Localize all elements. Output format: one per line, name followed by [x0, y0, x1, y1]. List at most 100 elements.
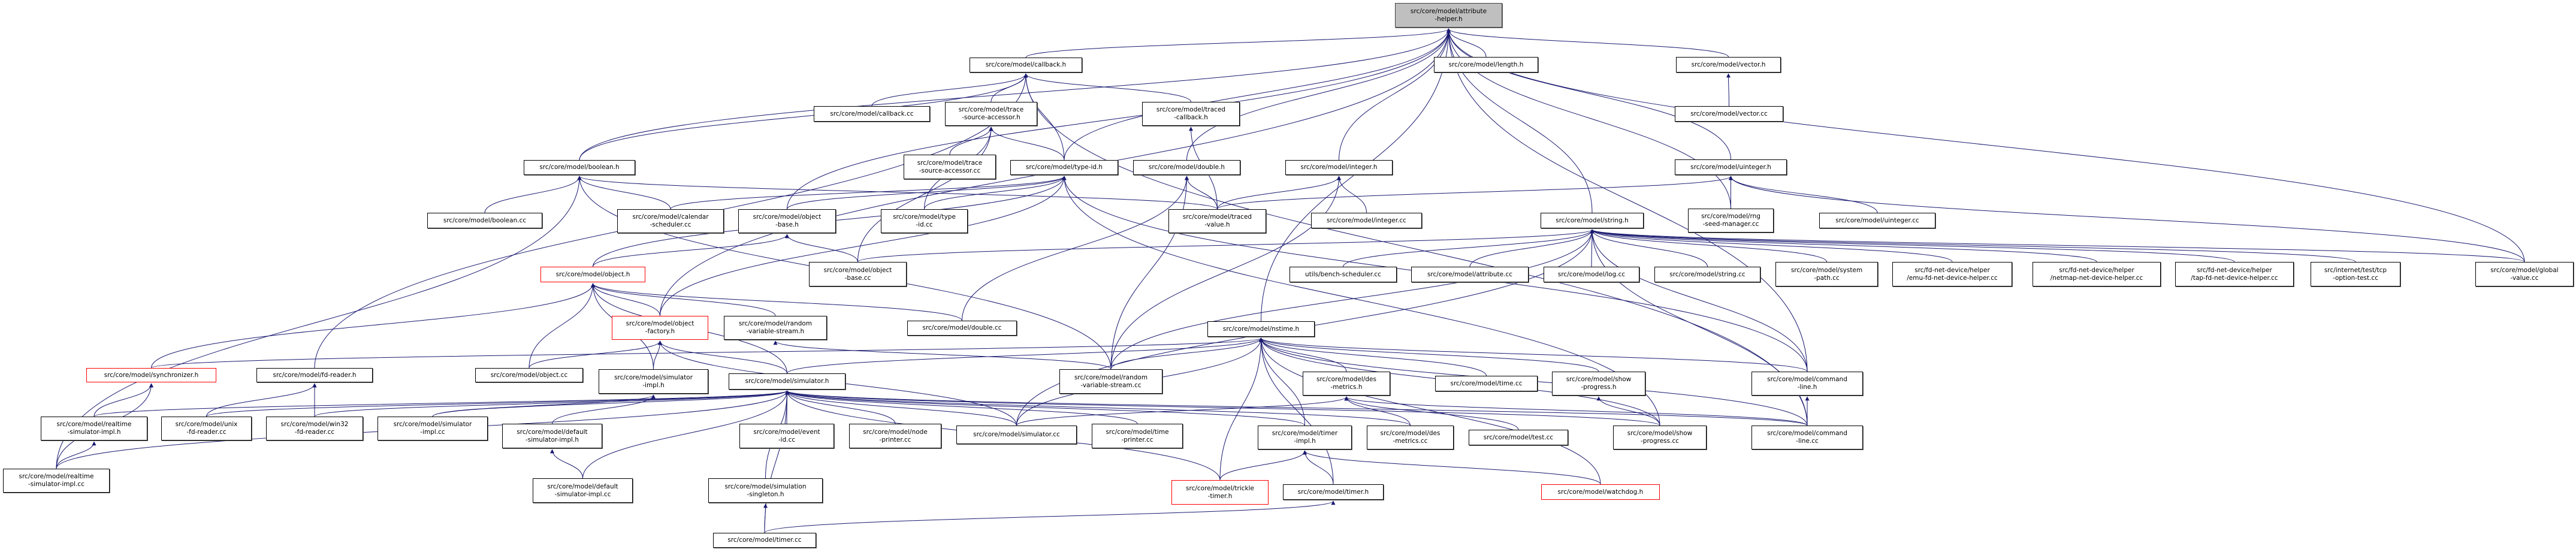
graph-node-event-id-cc[interactable]: src/core/model/event -id.cc: [739, 424, 834, 448]
graph-node-command-line-h[interactable]: src/core/model/command -line.h: [1751, 372, 1863, 396]
graph-node-boolean-h[interactable]: src/core/model/boolean.h: [524, 160, 635, 175]
node-label: src/internet/test/tcp -option-test.cc: [2324, 266, 2387, 282]
graph-node-node-printer-cc[interactable]: src/core/model/node -printer.cc: [849, 424, 941, 448]
edge-type-id.h-to-trace-source-accessor.h: [989, 126, 1065, 161]
edge-random-variable-stream.h-to-object.h: [591, 283, 776, 316]
graph-node-simulator-impl-h[interactable]: src/core/model/simulator -impl.h: [599, 369, 708, 394]
graph-node-win32-fd-reader-cc[interactable]: src/core/model/win32 -fd-reader.cc: [266, 417, 363, 441]
graph-node-fd-reader-h[interactable]: src/core/model/fd-reader.h: [256, 368, 373, 382]
graph-node-global-value-cc[interactable]: src/core/model/global -value.cc: [2475, 262, 2574, 286]
graph-node-bench-scheduler-cc[interactable]: utils/bench-scheduler.cc: [1289, 267, 1397, 282]
edge-unix-fd-reader.cc-to-simulator.h: [206, 390, 789, 417]
node-label: src/core/model/nstime.h: [1222, 325, 1300, 333]
node-label: src/core/model/callback.cc: [830, 110, 914, 117]
graph-node-uinteger-cc[interactable]: src/core/model/uinteger.cc: [1819, 213, 1935, 228]
graph-node-object-h[interactable]: src/core/model/object.h: [540, 267, 645, 282]
graph-node-timer-h[interactable]: src/core/model/timer.h: [1283, 484, 1384, 500]
graph-node-object-base-cc[interactable]: src/core/model/object -base.cc: [809, 262, 907, 286]
graph-node-trace-source-accessor-cc[interactable]: src/core/model/trace -source-accessor.cc: [904, 155, 996, 179]
graph-node-show-progress-h[interactable]: src/core/model/show -progress.h: [1552, 372, 1645, 396]
graph-node-tcp-option-test-cc[interactable]: src/internet/test/tcp -option-test.cc: [2311, 262, 2400, 286]
graph-node-netmap-net-device-helper-cc[interactable]: src/fd-net-device/helper /netmap-net-dev…: [2033, 262, 2161, 286]
edge-random-variable-stream.cc-to-double.h: [1110, 176, 1189, 370]
graph-node-string-cc[interactable]: src/core/model/string.cc: [1654, 267, 1760, 282]
edge-realtime-simulator-impl.h-to-synchronizer.h: [93, 383, 153, 417]
graph-node-show-progress-cc[interactable]: src/core/model/show -progress.cc: [1613, 426, 1707, 450]
graph-node-default-simulator-impl-h[interactable]: src/core/model/default -simulator-impl.h: [502, 424, 602, 448]
graph-node-simulation-singleton-h[interactable]: src/core/model/simulation -singleton.h: [708, 478, 823, 503]
edge-global-value.cc-to-string.h: [1590, 229, 2525, 263]
graph-node-synchronizer-h[interactable]: src/core/model/synchronizer.h: [86, 368, 216, 382]
graph-node-log-cc[interactable]: src/core/model/log.cc: [1544, 267, 1639, 282]
graph-node-trace-source-accessor-h[interactable]: src/core/model/trace -source-accessor.h: [945, 102, 1037, 126]
graph-node-tap-fd-net-device-helper-cc[interactable]: src/fd-net-device/helper /tap-fd-net-dev…: [2175, 262, 2294, 286]
edge-boolean.h-to-attribute-helper.h: [579, 28, 1451, 161]
graph-node-boolean-cc[interactable]: src/core/model/boolean.cc: [427, 213, 542, 228]
graph-node-attribute-cc[interactable]: src/core/model/attribute.cc: [1411, 267, 1529, 282]
edge-trickle-timer.h-to-nstime.h: [1219, 337, 1263, 481]
graph-node-uinteger-h[interactable]: src/core/model/uinteger.h: [1675, 159, 1787, 175]
graph-node-system-path-cc[interactable]: src/core/model/system -path.cc: [1775, 262, 1878, 286]
graph-node-traced-callback-h[interactable]: src/core/model/traced -callback.h: [1142, 102, 1240, 126]
node-label: src/core/model/win32 -fd-reader.cc: [280, 421, 349, 436]
graph-node-simulator-cc[interactable]: src/core/model/simulator.cc: [956, 426, 1077, 444]
graph-node-des-metrics-h[interactable]: src/core/model/des -metrics.h: [1303, 372, 1390, 396]
graph-node-calendar-scheduler-cc[interactable]: src/core/model/calendar -scheduler.cc: [617, 209, 724, 233]
node-label: src/core/model/realtime -simulator-impl.…: [19, 473, 94, 488]
node-label: src/core/model/calendar -scheduler.cc: [632, 213, 709, 228]
graph-node-traced-value-h[interactable]: src/core/model/traced -value.h: [1168, 209, 1266, 233]
graph-node-callback-h[interactable]: src/core/model/callback.h: [970, 58, 1082, 73]
graph-node-object-base-h[interactable]: src/core/model/object -base.h: [738, 209, 836, 233]
graph-node-callback-cc[interactable]: src/core/model/callback.cc: [814, 106, 930, 122]
node-label: src/core/model/simulator -impl.h: [614, 373, 693, 389]
graph-node-vector-h[interactable]: src/core/model/vector.h: [1676, 57, 1781, 73]
graph-node-rng-seed-manager-cc[interactable]: src/core/model/rng -seed-manager.cc: [1688, 209, 1774, 233]
edge-callback.cc-to-callback.h: [871, 73, 1028, 107]
graph-node-test-cc[interactable]: src/core/model/test.cc: [1469, 430, 1568, 445]
graph-node-simulator-h[interactable]: src/core/model/simulator.h: [729, 373, 845, 390]
graph-node-time-cc[interactable]: src/core/model/time.cc: [1435, 376, 1538, 391]
edge-integer.cc-to-integer.h: [1337, 176, 1367, 213]
graph-node-double-cc[interactable]: src/core/model/double.cc: [907, 321, 1017, 336]
edge-show-progress.cc-to-simulator.h: [785, 390, 1660, 426]
edge-traced-value.h-to-double.h: [1185, 176, 1218, 210]
edge-object-base.cc-to-object-base.h: [785, 234, 858, 263]
graph-node-nstime-h[interactable]: src/core/model/nstime.h: [1207, 321, 1315, 337]
graph-node-type-id-cc[interactable]: src/core/model/type -id.cc: [881, 209, 968, 233]
graph-node-unix-fd-reader-cc[interactable]: src/core/model/unix -fd-reader.cc: [161, 417, 252, 441]
edge-bench-scheduler.cc-to-string.h: [1343, 229, 1594, 267]
graph-node-object-factory-h[interactable]: src/core/model/object -factory.h: [612, 316, 708, 340]
graph-node-double-h[interactable]: src/core/model/double.h: [1133, 160, 1240, 175]
graph-node-watchdog-h[interactable]: src/core/model/watchdog.h: [1541, 484, 1660, 500]
graph-node-attribute-helper-h[interactable]: src/core/model/attribute -helper.h: [1395, 3, 1502, 28]
graph-node-time-printer-cc[interactable]: src/core/model/time -printer.cc: [1092, 424, 1183, 448]
graph-node-realtime-simulator-impl-cc[interactable]: src/core/model/realtime -simulator-impl.…: [3, 469, 110, 493]
node-label: src/core/model/traced -callback.h: [1156, 106, 1226, 121]
node-label: src/core/model/des -metrics.cc: [1380, 430, 1440, 445]
graph-node-timer-impl-h[interactable]: src/core/model/timer -impl.h: [1258, 426, 1352, 450]
graph-node-trickle-timer-h[interactable]: src/core/model/trickle -timer.h: [1171, 480, 1269, 505]
edge-simulator.h-to-nstime.h: [787, 337, 1263, 374]
graph-node-length-h[interactable]: src/core/model/length.h: [1434, 57, 1538, 73]
graph-node-command-line-cc[interactable]: src/core/model/command -line.cc: [1751, 426, 1863, 450]
graph-node-object-cc[interactable]: src/core/model/object.cc: [475, 368, 583, 382]
graph-node-realtime-simulator-impl-h[interactable]: src/core/model/realtime -simulator-impl.…: [41, 417, 147, 441]
edge-synchronizer.h-to-object.h: [151, 283, 595, 369]
graph-node-string-h[interactable]: src/core/model/string.h: [1541, 213, 1644, 228]
graph-node-default-simulator-impl-cc[interactable]: src/core/model/default -simulator-impl.c…: [533, 478, 633, 503]
graph-node-emu-fd-net-device-helper-cc[interactable]: src/fd-net-device/helper /emu-fd-net-dev…: [1892, 262, 2012, 286]
edge-unix-fd-reader.cc-to-fd-reader.h: [206, 383, 317, 417]
graph-node-timer-cc[interactable]: src/core/model/timer.cc: [713, 533, 816, 548]
edge-tcp-option-test.cc-to-string.h: [1590, 229, 2356, 263]
graph-node-simulator-impl-cc[interactable]: src/core/model/simulator -impl.cc: [378, 417, 488, 441]
graph-node-random-variable-stream-cc[interactable]: src/core/model/random -variable-stream.c…: [1059, 369, 1162, 394]
edge-boolean.cc-to-boolean.h: [484, 176, 582, 213]
graph-node-integer-cc[interactable]: src/core/model/integer.cc: [1311, 213, 1422, 228]
node-label: src/core/model/des -metrics.h: [1316, 376, 1376, 391]
graph-node-vector-cc[interactable]: src/core/model/vector.cc: [1675, 106, 1783, 122]
graph-node-random-variable-stream-h[interactable]: src/core/model/random -variable-stream.h: [724, 316, 827, 340]
graph-node-integer-h[interactable]: src/core/model/integer.h: [1285, 160, 1393, 175]
node-label: src/core/model/timer -impl.h: [1272, 430, 1338, 445]
graph-node-type-id-h[interactable]: src/core/model/type-id.h: [1010, 160, 1118, 175]
graph-node-des-metrics-cc[interactable]: src/core/model/des -metrics.cc: [1367, 426, 1454, 450]
